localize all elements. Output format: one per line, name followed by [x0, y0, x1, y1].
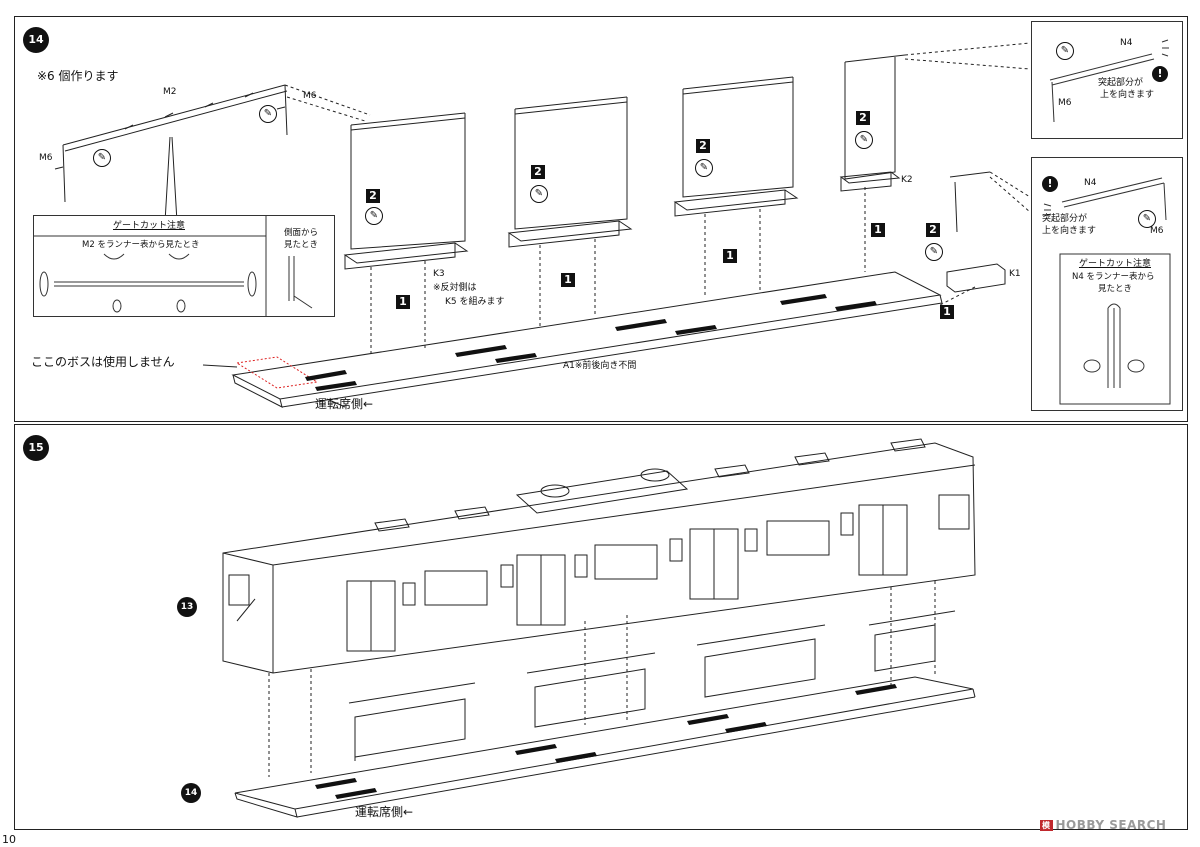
- part-label-k1: K1: [1009, 269, 1021, 279]
- glue-icon: ✎: [365, 207, 383, 225]
- step-14-drawing: [54, 42, 1031, 408]
- order-mark-1: 1: [871, 223, 885, 237]
- make-six-note: ※6 個作ります: [37, 69, 119, 83]
- n4-m6-top-inset: ✎ N4 ! 突起部分が 上を向きます M6: [1031, 21, 1183, 139]
- order-mark-1: 1: [940, 305, 954, 319]
- part-label-m6-top: M6: [1058, 98, 1072, 108]
- step-15-badge: 15: [23, 435, 49, 461]
- gate-cut-inset-m2: ゲートカット注意 M2 をランナー表から見たとき 側面から 見たとき: [33, 215, 335, 317]
- gate-cut-diagram: [34, 216, 313, 316]
- seat-frames: [343, 54, 1006, 293]
- order-mark-2: 2: [696, 139, 710, 153]
- glue-icon: ✎: [1138, 210, 1156, 228]
- glue-icon: ✎: [925, 243, 943, 261]
- side-view-label-2: 見たとき: [284, 240, 319, 250]
- part-label-n4-mid: N4: [1084, 178, 1097, 188]
- order-mark-2: 2: [856, 111, 870, 125]
- part-label-k2: K2: [901, 175, 913, 185]
- part-label-m6-left: M6: [39, 153, 53, 163]
- warning-icon: !: [1042, 176, 1058, 192]
- order-mark-2: 2: [926, 223, 940, 237]
- glue-icon: ✎: [530, 185, 548, 203]
- protrusion-note-top-2: 上を向きます: [1100, 90, 1155, 100]
- protrusion-note-1: 突起部分が: [1042, 214, 1088, 224]
- part-label-m2: M2: [163, 87, 177, 97]
- n4-gate-drawing: [1043, 177, 1171, 405]
- unused-boss-note: ここのボスは使用しません: [31, 355, 175, 369]
- watermark-text: HOBBY SEARCH: [1055, 818, 1167, 832]
- order-mark-1: 1: [561, 273, 575, 287]
- driver-side-label: 運転席側←: [315, 397, 374, 411]
- gate-cut-title: ゲートカット注意: [1078, 259, 1151, 269]
- glue-icon: ✎: [1056, 42, 1074, 60]
- order-mark-2: 2: [366, 189, 380, 203]
- step-14-panel: 14 ※6 個作ります M2 M6 M6 ✎ ✎ ゲートカット注意 M2 をラン…: [14, 16, 1188, 422]
- k3-opposite-note-1: ※反対側は: [433, 283, 477, 293]
- n4-view-label-2: 見たとき: [1098, 284, 1133, 294]
- m2-frame-drawing: [54, 84, 288, 203]
- order-mark-1: 1: [396, 295, 410, 309]
- n4-m6-drawing: [1049, 39, 1169, 123]
- glue-icon: ✎: [259, 105, 277, 123]
- part-label-n4-top: N4: [1120, 38, 1133, 48]
- gate-cut-title: ゲートカット注意: [112, 221, 185, 231]
- part-label-m6-right: M6: [303, 91, 317, 101]
- m2-front-view-label: M2 をランナー表から見たとき: [82, 240, 200, 250]
- order-mark-2: 2: [531, 165, 545, 179]
- floor-assembly-drawing: [234, 610, 976, 818]
- part-label-k3: K3: [433, 269, 445, 279]
- glue-icon: ✎: [855, 131, 873, 149]
- part-label-m6-mid: M6: [1150, 226, 1164, 236]
- protrusion-note-2: 上を向きます: [1042, 226, 1097, 236]
- watermark-logo: 模: [1040, 820, 1053, 831]
- warning-icon: !: [1152, 66, 1168, 82]
- ref-step-14-badge: 14: [181, 783, 201, 803]
- a1-orientation-note: A1※前後向き不問: [563, 361, 637, 371]
- protrusion-note-top-1: 突起部分が: [1098, 78, 1144, 88]
- k3-opposite-note-2: K5 を組みます: [445, 297, 505, 307]
- glue-icon: ✎: [695, 159, 713, 177]
- n4-view-label-1: N4 をランナー表から: [1072, 272, 1155, 282]
- order-mark-1: 1: [723, 249, 737, 263]
- step-15-panel: 15 13 14 運転席側←: [14, 424, 1188, 830]
- page-number: 10: [2, 833, 16, 846]
- glue-icon: ✎: [93, 149, 111, 167]
- step-14-badge: 14: [23, 27, 49, 53]
- floor-a1-drawing: [231, 271, 943, 408]
- step-15-drawing: [222, 438, 976, 818]
- n4-m6-right-inset: ! N4 突起部分が 上を向きます ✎ M6 ゲートカット注意 N4 をランナー…: [1031, 157, 1183, 411]
- car-body-drawing: [222, 438, 976, 674]
- ref-step-13-badge: 13: [177, 597, 197, 617]
- driver-side-label: 運転席側←: [355, 805, 414, 819]
- side-view-label-1: 側面から: [284, 228, 319, 238]
